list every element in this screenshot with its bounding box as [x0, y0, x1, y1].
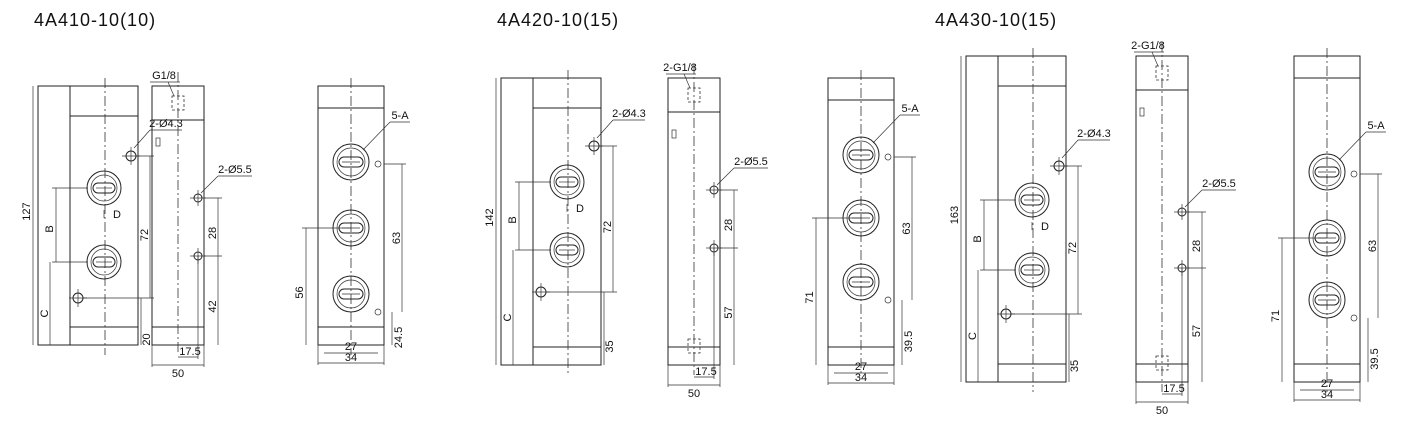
side-view: G1/8 2-Ø5.5 28 42 17.5 50 [150, 70, 252, 380]
dim-width-label: 50 [172, 368, 184, 380]
dim-d-label: D [113, 209, 121, 221]
dim-port-w-label: 27 [1321, 378, 1333, 390]
dim-mount-label: 72 [1067, 242, 1079, 254]
port-slot [1020, 264, 1044, 276]
mount-holes-label: 2-Ø4.3 [612, 108, 646, 120]
port-slot [848, 276, 874, 288]
port-slot [1314, 166, 1340, 178]
port-slot [338, 288, 364, 300]
port-slot [848, 149, 874, 161]
dim-c-label: C [39, 309, 51, 317]
dim-port-w-label: 27 [345, 341, 357, 353]
side-holes-label: 2-Ø5.5 [218, 164, 252, 176]
drawing-4a420: 2-Ø4.3 142 B C D 72 35 2-G1/8 2-Ø5.5 28 57 17.5 50 5-… [484, 62, 920, 400]
front-view: 2-Ø4.3 142 B C D 72 35 [484, 70, 646, 375]
dim-c-label: C [967, 332, 979, 340]
dim-height-label: 163 [949, 206, 961, 224]
dim-port-w-label: 27 [855, 361, 867, 373]
port-top-label: 2-G1/8 [1131, 40, 1165, 52]
dim-hole-spacing-label: 28 [207, 227, 219, 239]
dim-front-w-label: 34 [345, 352, 357, 364]
port-slot [1314, 294, 1340, 306]
dim-mount-label: 72 [139, 229, 151, 241]
side-holes-label: 2-Ø5.5 [1202, 178, 1236, 190]
dim-bottom-label: 35 [1069, 360, 1081, 372]
dim-port-spacing-label: 63 [901, 222, 913, 234]
port-slot [1020, 194, 1044, 206]
dim-b-label: B [972, 235, 984, 242]
dim-b-label: B [44, 225, 56, 232]
dim-port-spacing-label: 63 [1367, 240, 1379, 252]
model-title-4a410: 4A410-10(10) [34, 10, 157, 30]
dim-bottom-label: 35 [604, 340, 616, 352]
port-slot [338, 156, 364, 168]
dim-hole-x-label: 17.5 [695, 366, 716, 378]
dim-width-label: 50 [1156, 405, 1168, 417]
ports-front-label: 5-A [391, 110, 409, 122]
port-slot [555, 176, 579, 188]
dim-port-bottom-label: 39.5 [903, 331, 915, 352]
mount-holes-label: 2-Ø4.3 [1077, 128, 1111, 140]
mount-holes-label: 2-Ø4.3 [149, 118, 183, 130]
dim-hole-x-label: 17.5 [179, 346, 200, 358]
dim-hole-lower-label: 57 [1191, 325, 1203, 337]
dim-c-label: C [502, 313, 514, 321]
dim-port-bottom-label: 24.5 [393, 327, 405, 348]
side-view: 2-G1/8 2-Ø5.5 28 57 17.5 50 [1131, 40, 1236, 417]
dim-front-w-label: 34 [1321, 389, 1333, 401]
dim-b-label: B [507, 216, 519, 223]
dim-hole-lower-label: 57 [723, 306, 735, 318]
dim-d-label: D [576, 203, 584, 215]
dim-port-lower-label: 56 [294, 286, 306, 298]
model-title-4a420: 4A420-10(15) [497, 10, 620, 30]
model-title-4a430: 4A430-10(15) [935, 10, 1058, 30]
port-slot [92, 256, 116, 268]
dim-front-w-label: 34 [855, 372, 867, 384]
dim-hole-spacing-label: 28 [723, 219, 735, 231]
dim-width-label: 50 [688, 388, 700, 400]
port-slot [92, 182, 116, 194]
dim-port-bottom-label: 39.5 [1369, 348, 1381, 369]
dim-port-lower-label: 71 [1270, 310, 1282, 322]
dim-hole-spacing-label: 28 [1191, 240, 1203, 252]
side-holes-label: 2-Ø5.5 [734, 156, 768, 168]
port-slot [555, 244, 579, 256]
dim-bottom-label: 20 [141, 333, 153, 345]
dim-port-lower-label: 71 [804, 291, 816, 303]
dim-hole-lower-label: 42 [207, 300, 219, 312]
dim-port-spacing-label: 63 [391, 232, 403, 244]
dim-height-label: 127 [21, 202, 33, 220]
ports-front-label: 5-A [1367, 120, 1385, 132]
ports-front-label: 5-A [901, 103, 919, 115]
port-top-label: 2-G1/8 [663, 62, 697, 74]
side-view: 2-G1/8 2-Ø5.5 28 57 17.5 50 [663, 62, 768, 400]
dim-height-label: 142 [484, 208, 496, 226]
dim-d-label: D [1041, 221, 1049, 233]
dim-hole-x-label: 17.5 [1163, 383, 1184, 395]
dim-mount-label: 72 [602, 221, 614, 233]
port-top-label: G1/8 [152, 70, 176, 82]
